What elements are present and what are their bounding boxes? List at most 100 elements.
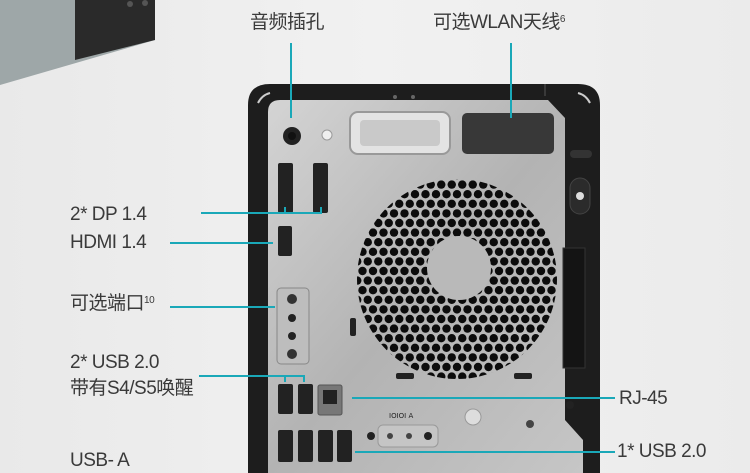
fan-grille-hole xyxy=(468,353,477,362)
fan-grille-hole xyxy=(379,286,388,295)
fan-grille-hole xyxy=(452,209,462,218)
fan-grille-hole xyxy=(442,305,451,314)
fan-grille-hole xyxy=(510,295,519,304)
fan-grille-hole xyxy=(515,209,525,218)
fan-grille-hole xyxy=(379,247,388,256)
label-text: 可选端口 xyxy=(70,293,145,314)
fan-grille-hole xyxy=(405,276,414,285)
fan-grille-hole xyxy=(416,295,425,304)
callout-line-optional-port xyxy=(170,306,275,308)
fan-grille-hole xyxy=(374,276,383,285)
fan-grille-hole xyxy=(389,228,399,237)
fan-grille-hole xyxy=(484,190,493,199)
fan-grille-hole xyxy=(510,334,519,343)
fan-grille-hole xyxy=(442,228,451,237)
fan-grille-hole xyxy=(405,353,414,362)
serial-marking: IOIOI A xyxy=(389,412,413,420)
fan-grille-hole xyxy=(484,324,493,333)
fan-grille-hole xyxy=(410,190,420,199)
fan-grille-hole xyxy=(468,218,477,228)
fan-grille-hole xyxy=(494,305,504,314)
fan-grille-hole xyxy=(521,238,530,247)
fan-grille-hole xyxy=(421,324,430,333)
fan-grille-hole xyxy=(515,247,525,256)
fan-grille-hole xyxy=(500,218,509,228)
fan-grille-hole xyxy=(526,305,535,314)
fan-grille-hole xyxy=(494,247,504,256)
label-rj45: RJ-45 xyxy=(619,388,668,409)
fan-grille-hole xyxy=(400,266,409,276)
fan-grille-hole xyxy=(542,276,551,285)
fan-grille-hole xyxy=(500,276,509,285)
label-text: 可选WLAN天线 xyxy=(433,12,560,33)
fan-grille-hole xyxy=(473,305,483,314)
fan-grille-hole xyxy=(431,190,441,199)
fan-grille-hole xyxy=(526,324,535,333)
footnote-marker: 6 xyxy=(559,14,566,25)
fan-grille-hole xyxy=(452,228,462,237)
fan-grille-hole xyxy=(421,209,430,218)
fan-grille-hole xyxy=(479,314,488,324)
fan-grille-hole xyxy=(410,266,420,276)
fan-grille-hole xyxy=(410,286,420,295)
fan-grille-hole xyxy=(521,295,530,304)
callout-line-audio xyxy=(290,43,292,118)
fan-grille-hole xyxy=(468,199,477,208)
fan-grille-hole xyxy=(489,334,498,343)
fan-grille-hole xyxy=(363,257,372,266)
fan-grille-hole xyxy=(395,199,404,208)
fan-grille-hole xyxy=(468,334,477,343)
callout-line-wlan xyxy=(510,43,512,118)
fan-grille-hole xyxy=(379,305,388,314)
fan-grille-hole xyxy=(489,199,498,208)
fan-grille-hole xyxy=(500,199,509,208)
fan-grille-hole xyxy=(463,343,472,352)
fan-grille-hole xyxy=(473,343,483,352)
fan-grille-hole xyxy=(521,314,530,324)
fan-grille-hole xyxy=(421,247,430,256)
fan-grille-hole xyxy=(389,266,399,276)
fan-grille-hole xyxy=(552,276,557,285)
fan-grille-hole xyxy=(410,324,420,333)
fan-grille-hole xyxy=(416,276,425,285)
fan-grille-hole xyxy=(468,180,477,189)
fan-grille-hole xyxy=(494,343,504,352)
fan-grille-hole xyxy=(531,257,540,266)
fan-grille-hole xyxy=(379,324,388,333)
fan-grille-hole xyxy=(484,362,493,372)
label-usb-a: USB- A xyxy=(70,450,130,471)
fan-grille-hole xyxy=(489,353,498,362)
fan-grille-hole xyxy=(515,324,525,333)
fan-grille-hole xyxy=(389,324,399,333)
fan-grille-hole xyxy=(500,314,509,324)
fan-grille-hole xyxy=(505,247,514,256)
fan-grille-hole xyxy=(374,314,383,324)
fan-grille-hole xyxy=(510,276,519,285)
fan-grille-hole xyxy=(368,286,378,295)
fan-grille-hole xyxy=(384,334,393,343)
fan-grille-hole xyxy=(484,305,493,314)
fan-grille-hole xyxy=(515,266,525,276)
fan-grille-hole xyxy=(510,238,519,247)
displayport-1 xyxy=(278,163,293,213)
fan-grille-hole xyxy=(489,257,498,266)
fan-grille-hole xyxy=(437,199,446,208)
fan-grille-hole xyxy=(426,199,435,208)
fan-grille-hole xyxy=(531,295,540,304)
callout-line-hdmi xyxy=(170,242,273,244)
callout-tick xyxy=(284,207,286,213)
fan-grille-hole xyxy=(384,238,393,247)
fan-grille-hole xyxy=(489,238,498,247)
fan-grille-hole xyxy=(374,238,383,247)
fan-grille-hole xyxy=(479,334,488,343)
fan-grille-hole xyxy=(384,218,393,228)
fan-grille-hole xyxy=(547,266,556,276)
callout-line-usb2-wake xyxy=(199,375,305,377)
fan-grille-hole xyxy=(458,372,467,379)
fan-grille-hole xyxy=(426,353,435,362)
label-usb2-single: 1* USB 2.0 xyxy=(617,441,707,462)
fan-grille-hole xyxy=(400,286,409,295)
fan-grille-hole xyxy=(416,314,425,324)
fan-grille-hole xyxy=(458,314,467,324)
